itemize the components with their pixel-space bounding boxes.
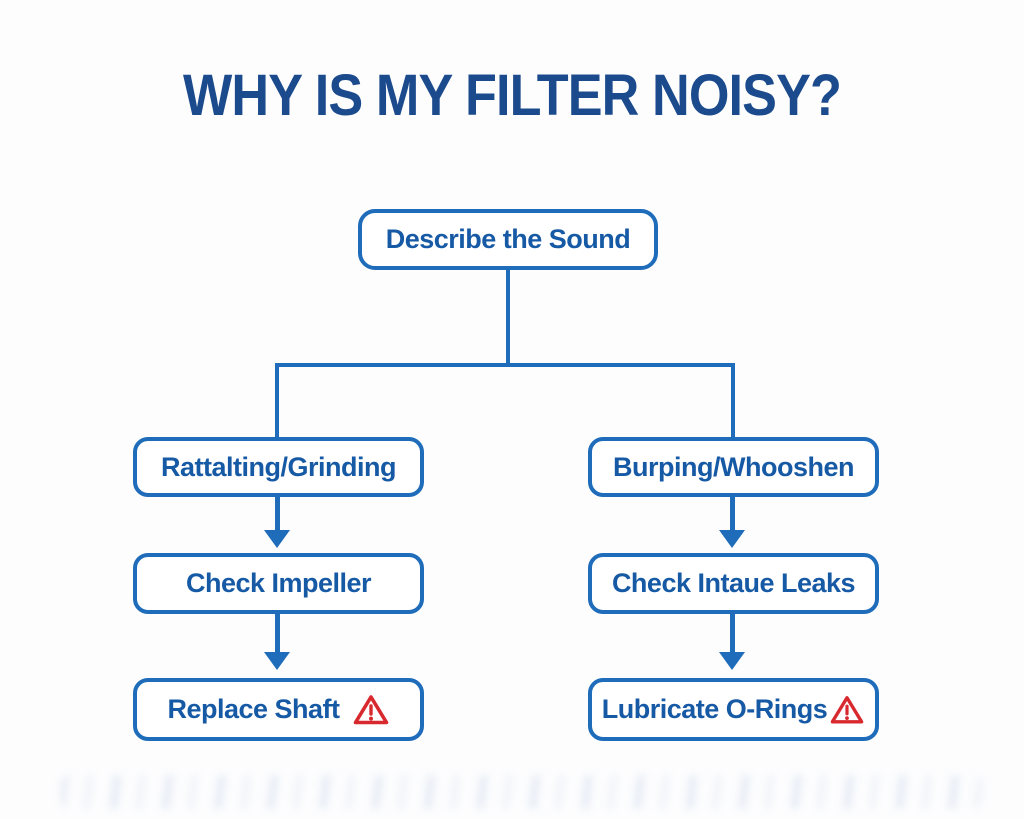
arrow-left-1-stem bbox=[275, 496, 280, 531]
arrow-down-icon bbox=[264, 530, 290, 548]
arrow-left-2-stem bbox=[275, 613, 280, 653]
arrow-down-icon bbox=[719, 530, 745, 548]
arrow-right-2-stem bbox=[730, 613, 735, 653]
warning-triangle-icon bbox=[352, 693, 390, 727]
node-replace-shaft: Replace Shaft bbox=[133, 678, 424, 741]
node-describe-sound: Describe the Sound bbox=[358, 209, 658, 270]
faint-watermark-smudge bbox=[60, 775, 984, 809]
connector-branch-split bbox=[275, 363, 735, 367]
arrow-down-icon bbox=[719, 652, 745, 670]
page-title: WHY IS MY FILTER NOISY? bbox=[183, 63, 842, 128]
arrow-right-1-stem bbox=[730, 496, 735, 531]
node-label: Describe the Sound bbox=[385, 224, 631, 254]
node-label: Replace Shaft bbox=[167, 694, 340, 724]
node-check-impeller: Check Impeller bbox=[133, 553, 424, 614]
connector-left-drop bbox=[275, 363, 279, 439]
node-burping-whooshing: Burping/Whooshen bbox=[588, 437, 879, 497]
node-label: Lubricate O-Rings bbox=[601, 694, 828, 724]
node-label: Check Impeller bbox=[185, 568, 372, 598]
connector-right-drop bbox=[731, 363, 735, 439]
arrow-down-icon bbox=[264, 652, 290, 670]
connector-root-stem bbox=[506, 268, 510, 365]
warning-triangle-icon bbox=[829, 694, 865, 726]
node-label: Burping/Whooshen bbox=[613, 451, 854, 482]
node-check-intake-leaks: Check Intaue Leaks bbox=[588, 553, 879, 614]
node-lubricate-orings: Lubricate O-Rings bbox=[588, 678, 879, 741]
node-label: Rattalting/Grinding bbox=[161, 451, 396, 482]
node-label: Check Intaue Leaks bbox=[611, 568, 856, 598]
node-rattling-grinding: Rattalting/Grinding bbox=[133, 437, 424, 497]
